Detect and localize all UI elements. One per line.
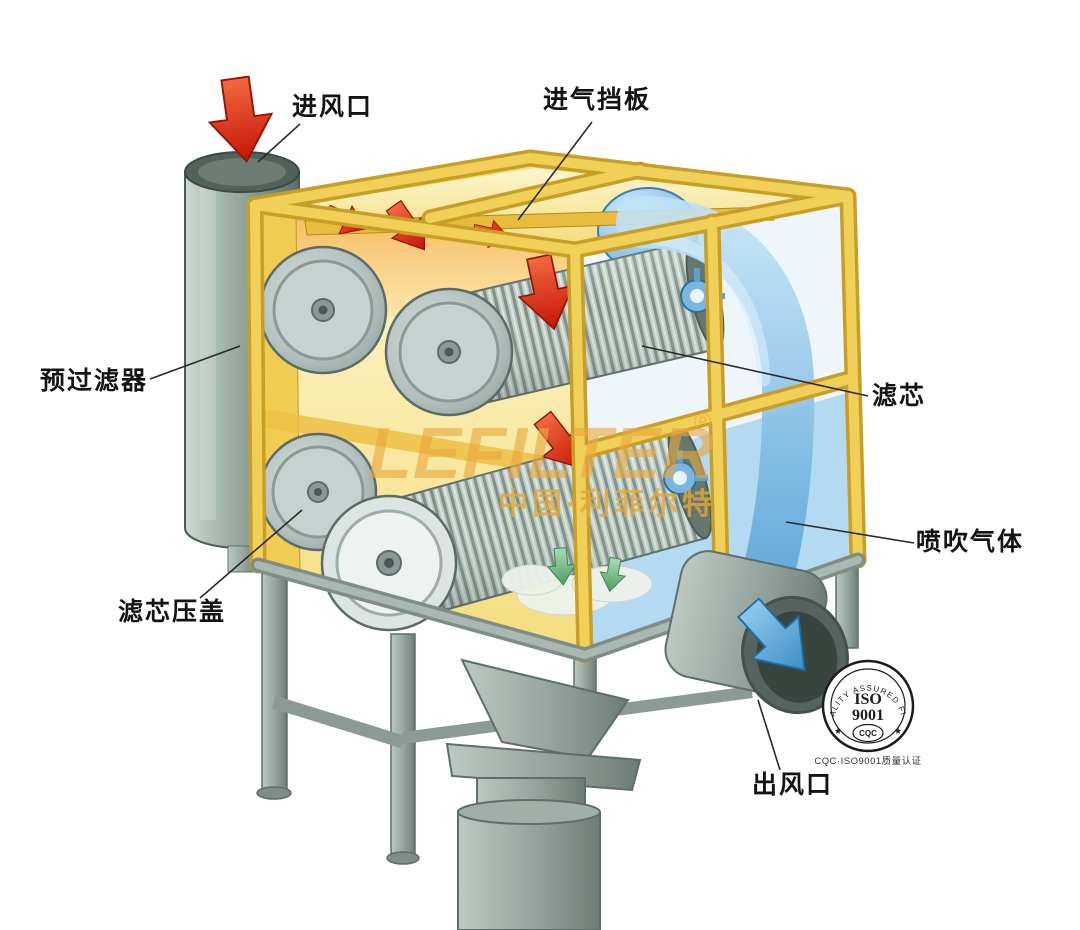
label-air-inlet: 进风口 <box>292 93 374 121</box>
badge-caption: CQC·ISO9001质量认证 <box>814 755 921 767</box>
label-air-outlet: 出风口 <box>752 771 834 799</box>
badge-cqc: CQC <box>859 729 877 738</box>
leader-lines <box>149 121 915 771</box>
watermark-text: LEFILTER <box>368 414 715 494</box>
pulse-valve-top <box>680 268 725 313</box>
registered-mark: ® <box>694 409 712 436</box>
label-filter-cartridge: 滤芯 <box>872 382 927 410</box>
dust-funnel-and-pipe <box>445 658 642 930</box>
label-intake-baffle: 进气挡板 <box>543 86 652 114</box>
label-cartridge-cover: 滤芯压盖 <box>118 598 227 626</box>
badge-star-left: ★ <box>834 726 842 736</box>
pulse-valve-bottom <box>663 450 708 495</box>
inlet-arrow <box>203 73 279 167</box>
cartridge-end-cap <box>258 245 388 375</box>
label-pre-filter: 预过滤器 <box>40 367 149 395</box>
cartridge-end-cap <box>384 287 514 417</box>
badge-star-right: ★ <box>894 726 902 736</box>
outlet-duct <box>664 550 849 715</box>
badge-number: 9001 <box>852 707 884 724</box>
support-stand <box>256 555 859 865</box>
watermark-subtitle: 中国·利菲尔特 <box>498 488 716 521</box>
watermark-logo: LEFILTER ® 中国·利菲尔特 <box>368 409 716 521</box>
badge-iso: ISO <box>854 691 882 708</box>
label-pulse-gas: 喷吹气体 <box>916 528 1025 556</box>
iso-badge: QUALITY ASSURED FIRM ★ ★ ISO 9001 CQC CQ… <box>814 659 921 767</box>
